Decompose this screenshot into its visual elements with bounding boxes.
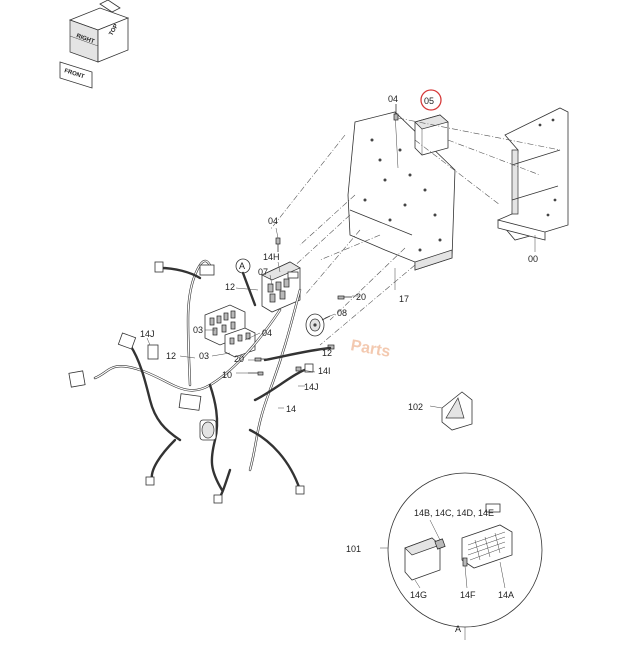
fasteners bbox=[248, 237, 352, 376]
label-101: 101 bbox=[346, 544, 361, 554]
wire-harness-part bbox=[68, 259, 332, 504]
label-14J-right: 14J bbox=[304, 382, 319, 392]
orientation-indicator: RIGHT TOP FRONT bbox=[59, 0, 130, 89]
label-17: 17 bbox=[399, 294, 409, 304]
label-14A: 14A bbox=[498, 590, 514, 600]
label-14B-14C-14D-14E: 14B, 14C, 14D, 14E bbox=[414, 508, 494, 518]
side-bracket-part bbox=[497, 107, 569, 241]
label-12-c: 12 bbox=[322, 348, 332, 358]
label-05: 05 bbox=[424, 96, 434, 106]
relay-bracket-part bbox=[261, 261, 301, 313]
detail-view-a bbox=[380, 472, 543, 640]
label-03-a: 03 bbox=[193, 325, 203, 335]
callout-a-letter: A bbox=[239, 261, 245, 271]
horn-part bbox=[305, 313, 331, 337]
warning-decal-part bbox=[429, 391, 473, 431]
assembly-lines bbox=[269, 117, 561, 346]
label-07: 07 bbox=[258, 267, 268, 277]
label-14: 14 bbox=[286, 404, 296, 414]
label-04-top: 04 bbox=[388, 94, 398, 104]
label-14I: 14I bbox=[318, 366, 331, 376]
bolt-part bbox=[393, 104, 399, 121]
fuse-block-part-2 bbox=[224, 327, 256, 358]
label-04-mid: 04 bbox=[268, 216, 278, 226]
label-20-a: 20 bbox=[356, 292, 366, 302]
detail-vent-grill bbox=[467, 531, 506, 561]
label-14F: 14F bbox=[460, 590, 476, 600]
label-14J-left: 14J bbox=[140, 329, 155, 339]
detail-a-letter: A bbox=[455, 624, 461, 634]
watermark-text: Parts bbox=[349, 337, 391, 361]
leader-lines bbox=[146, 227, 506, 589]
label-102: 102 bbox=[408, 402, 423, 412]
label-20-b: 20 bbox=[234, 354, 244, 364]
label-00: 00 bbox=[528, 254, 538, 264]
label-03-b: 03 bbox=[199, 351, 209, 361]
highlight-ring bbox=[420, 89, 442, 111]
label-14G: 14G bbox=[410, 590, 427, 600]
part-labels: 04 05 00 17 04 14H 07 12 20 08 14J 03 04… bbox=[140, 94, 538, 634]
label-12-b: 12 bbox=[166, 351, 176, 361]
label-10: 10 bbox=[222, 370, 232, 380]
control-module-part bbox=[414, 114, 449, 156]
label-14H: 14H bbox=[263, 252, 280, 262]
label-04-low: 04 bbox=[262, 328, 272, 338]
label-12-a: 12 bbox=[225, 282, 235, 292]
orientation-top-label: TOP bbox=[109, 23, 120, 37]
label-08: 08 bbox=[337, 308, 347, 318]
